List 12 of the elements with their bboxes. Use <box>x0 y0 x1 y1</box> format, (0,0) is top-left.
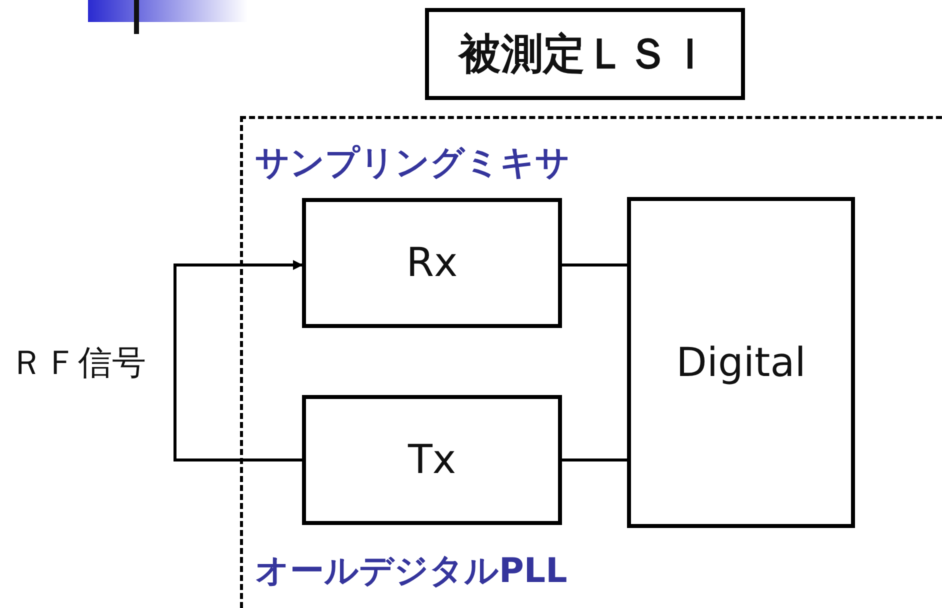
connector-line <box>562 264 627 266</box>
arrow <box>174 260 303 362</box>
dashed-region <box>240 116 942 608</box>
connector-line <box>562 458 627 462</box>
section-label: オールデジタルPLL <box>255 550 568 593</box>
process-box: Rx <box>302 198 562 328</box>
process-box: Digital <box>627 197 855 528</box>
connector-line <box>174 362 302 462</box>
process-box: 被測定ＬＳＩ <box>425 8 745 100</box>
signal-label: ＲＦ信号 <box>10 335 175 390</box>
section-label: サンプリングミキサ <box>255 142 570 185</box>
process-box: Tx <box>302 395 562 525</box>
